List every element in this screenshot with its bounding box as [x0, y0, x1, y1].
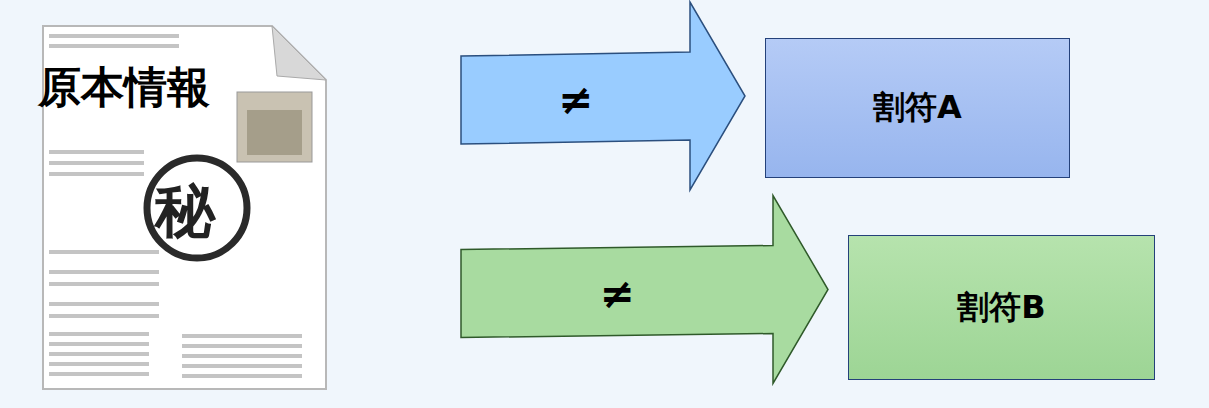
tally-box: 割符A — [765, 38, 1070, 178]
document-title: 原本情報 — [38, 64, 357, 111]
box-label: 割符B — [957, 286, 1045, 330]
block-arrow — [461, 2, 745, 190]
edge-label: ≠ — [558, 79, 593, 121]
tally-box: 割符B — [848, 235, 1155, 380]
box-label: 割符A — [873, 86, 962, 130]
block-arrow — [461, 196, 828, 384]
stamp-character: 秘 — [155, 180, 215, 240]
edge-label: ≠ — [599, 273, 634, 315]
